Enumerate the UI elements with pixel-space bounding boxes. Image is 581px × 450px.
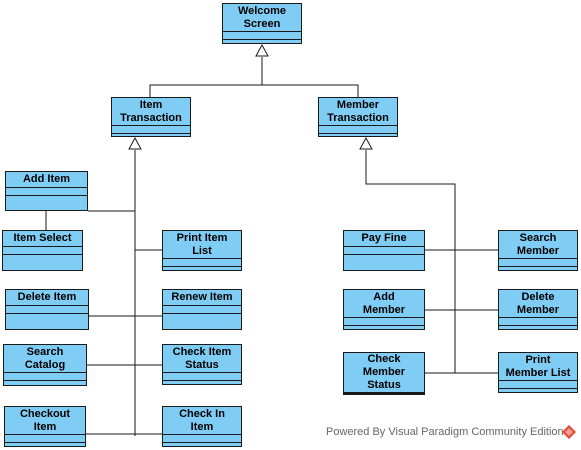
class-operations [4,381,86,385]
class-member-transaction[interactable]: Member Transaction [318,97,398,137]
inheritance-arrowhead [128,136,142,150]
class-operations [6,196,87,210]
class-check-item-status[interactable]: Check Item Status [162,344,242,385]
class-operations [163,381,241,384]
class-operations [499,389,577,392]
class-attributes [319,126,397,134]
class-operations [6,314,88,329]
class-attributes [5,435,85,443]
class-print-member-list[interactable]: Print Member List [498,352,578,393]
class-name: Print Item List [163,231,241,259]
class-name: Add Item [6,172,87,188]
inheritance-arrowhead [359,136,373,150]
class-item-transaction[interactable]: Item Transaction [111,97,191,137]
class-checkout-item[interactable]: Checkout Item [4,406,86,447]
class-operations [163,314,241,329]
class-attributes [163,435,241,443]
class-attributes [344,318,424,326]
class-name: Item Transaction [112,98,190,126]
class-operations [112,134,190,136]
class-name: Item Select [3,231,82,247]
class-name: Checkout Item [5,407,85,435]
class-operations [3,255,82,270]
class-check-in-item[interactable]: Check In Item [162,406,242,447]
class-attributes [112,126,190,134]
class-operations [163,267,241,270]
class-operations [344,255,424,270]
class-name: Delete Member [499,290,577,318]
class-add-item[interactable]: Add Item [5,171,88,211]
class-name: Welcome Screen [223,4,301,32]
class-add-member[interactable]: Add Member [343,289,425,330]
class-renew-item[interactable]: Renew Item [162,289,242,330]
class-pay-fine[interactable]: Pay Fine [343,230,425,271]
class-attributes [163,373,241,381]
class-attributes [163,259,241,267]
class-name: Delete Item [6,290,88,306]
class-name: Member Transaction [319,98,397,126]
class-operations [163,443,241,446]
inheritance-arrowhead [255,43,269,57]
class-attributes [223,32,301,40]
class-operations [223,40,301,43]
class-attributes [499,318,577,326]
class-attributes [344,393,424,394]
class-delete-member[interactable]: Delete Member [498,289,578,330]
class-search-catalog[interactable]: Search Catalog [3,344,87,386]
class-operations [344,326,424,329]
class-name: Print Member List [499,353,577,381]
class-attributes [4,373,86,381]
class-print-item-list[interactable]: Print Item List [162,230,242,271]
class-attributes [6,306,88,314]
class-operations [5,443,85,446]
class-attributes [499,259,577,267]
class-delete-item[interactable]: Delete Item [5,289,89,330]
class-name: Check In Item [163,407,241,435]
class-name: Pay Fine [344,231,424,247]
watermark-text: Powered By Visual Paradigm Community Edi… [326,426,564,438]
class-name: Renew Item [163,290,241,306]
class-operations [499,326,577,329]
class-attributes [3,247,82,255]
generalization-line [365,150,456,373]
generalization-line [149,84,359,97]
class-attributes [499,381,577,389]
class-name: Search Catalog [4,345,86,373]
class-name: Search Member [499,231,577,259]
class-attributes [344,247,424,255]
class-operations [499,267,577,270]
class-name: Check Item Status [163,345,241,373]
class-check-member-status[interactable]: Check Member Status [343,352,425,395]
visual-paradigm-logo-icon [562,425,576,439]
class-attributes [163,306,241,314]
class-search-member[interactable]: Search Member [498,230,578,271]
class-name: Check Member Status [344,353,424,393]
class-item-select[interactable]: Item Select [2,230,83,271]
class-welcome-screen[interactable]: Welcome Screen [222,3,302,44]
class-name: Add Member [344,290,424,318]
class-attributes [6,188,87,196]
class-operations [319,134,397,136]
